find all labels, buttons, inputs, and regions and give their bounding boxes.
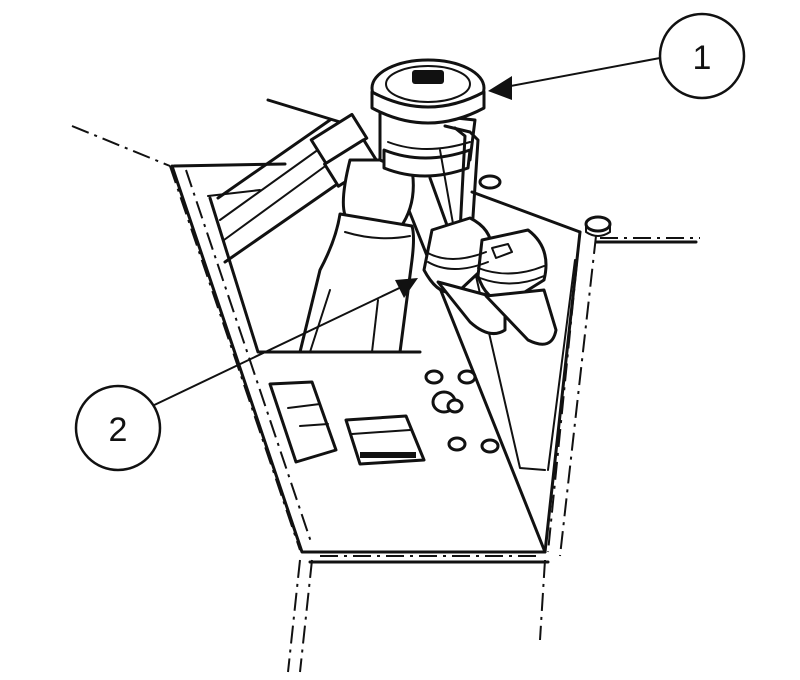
filler-cap [370, 58, 486, 178]
reservoir-neck [298, 158, 415, 354]
callout-2: 2 [74, 384, 162, 472]
callout-1-label: 1 [693, 39, 712, 77]
panel-knobs [424, 369, 500, 454]
hoses [216, 98, 379, 264]
panel-switches [268, 380, 426, 466]
callout-1: 1 [658, 12, 746, 100]
leader-lines [147, 57, 661, 409]
callout-2-label: 2 [109, 411, 128, 449]
hose-connectors [422, 216, 558, 346]
hex-bolts [478, 174, 612, 237]
